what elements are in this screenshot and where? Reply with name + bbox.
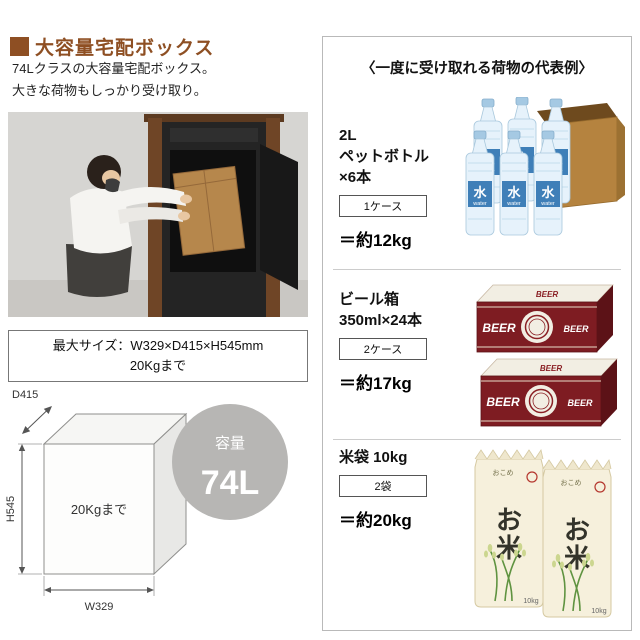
title-square-icon — [10, 37, 29, 56]
depth-dimension-label: D415 — [12, 389, 38, 401]
example-item-beer: ビール箱 350ml×24本 2ケース ＝約17kg — [339, 289, 475, 394]
divider — [333, 439, 621, 440]
product-description: 74Lクラスの大容量宅配ボックス。 大きな荷物もしっかり受け取り。 — [12, 58, 215, 102]
example-item-water: 2L ペットボトル ×6本 1ケース ＝約12kg — [339, 125, 475, 251]
unit-badge: 1ケース — [339, 195, 427, 217]
weight-text: ＝約20kg — [339, 511, 412, 530]
parcel-box — [172, 165, 246, 256]
item-name-line: ×6本 — [339, 169, 372, 186]
description-line: 74Lクラスの大容量宅配ボックス。 — [12, 61, 216, 76]
item-name-line: 米袋 10kg — [339, 449, 408, 466]
max-weight-line: 20Kgまで — [129, 358, 187, 374]
dimension-diagram: 20Kgまで D415 H545 W329 容量 74L — [5, 389, 288, 613]
divider — [333, 269, 621, 270]
beer-cases-illustration: BEER BEER BEER — [476, 284, 618, 427]
unit-badge: 2ケース — [339, 338, 427, 360]
capacity-badge: 容量 74L — [172, 404, 288, 520]
height-dimension-label: H545 — [5, 496, 17, 522]
item-name-line: ペットボトル — [339, 148, 430, 165]
section-header: 大容量宅配ボックス — [10, 33, 214, 60]
panel-title: 〈一度に受け取れる荷物の代表例〉 — [361, 61, 593, 77]
examples-panel: 〈一度に受け取れる荷物の代表例〉 2L ペットボトル ×6本 1ケース ＝約12… — [322, 36, 632, 631]
person — [66, 155, 192, 297]
rice-bags-illustration: おこめ お 米 — [474, 449, 612, 618]
item-name-line: ビール箱 — [339, 291, 400, 308]
example-item-rice: 米袋 10kg 2袋 ＝約20kg — [339, 447, 475, 531]
product-photo — [8, 112, 308, 317]
weight-text: ＝約12kg — [339, 231, 412, 250]
width-dimension-label: W329 — [85, 601, 114, 613]
capacity-label: 容量 — [215, 435, 245, 452]
max-size-box: 最大サイズ：W329×D415×H545mm 20Kgまで — [8, 330, 308, 383]
max-size-line: 最大サイズ：W329×D415×H545mm — [52, 338, 264, 353]
weight-text: ＝約17kg — [339, 374, 412, 393]
item-name-line: 2L — [339, 127, 357, 144]
unit-badge: 2袋 — [339, 475, 427, 497]
description-line: 大きな荷物もしっかり受け取り。 — [12, 83, 207, 99]
diagram-weight-label: 20Kgまで — [71, 502, 127, 517]
capacity-value: 74L — [201, 464, 260, 502]
item-name-line: 350ml×24本 — [339, 312, 422, 329]
page-title: 大容量宅配ボックス — [35, 38, 215, 59]
water-bottles-illustration: 水 water — [465, 97, 625, 236]
